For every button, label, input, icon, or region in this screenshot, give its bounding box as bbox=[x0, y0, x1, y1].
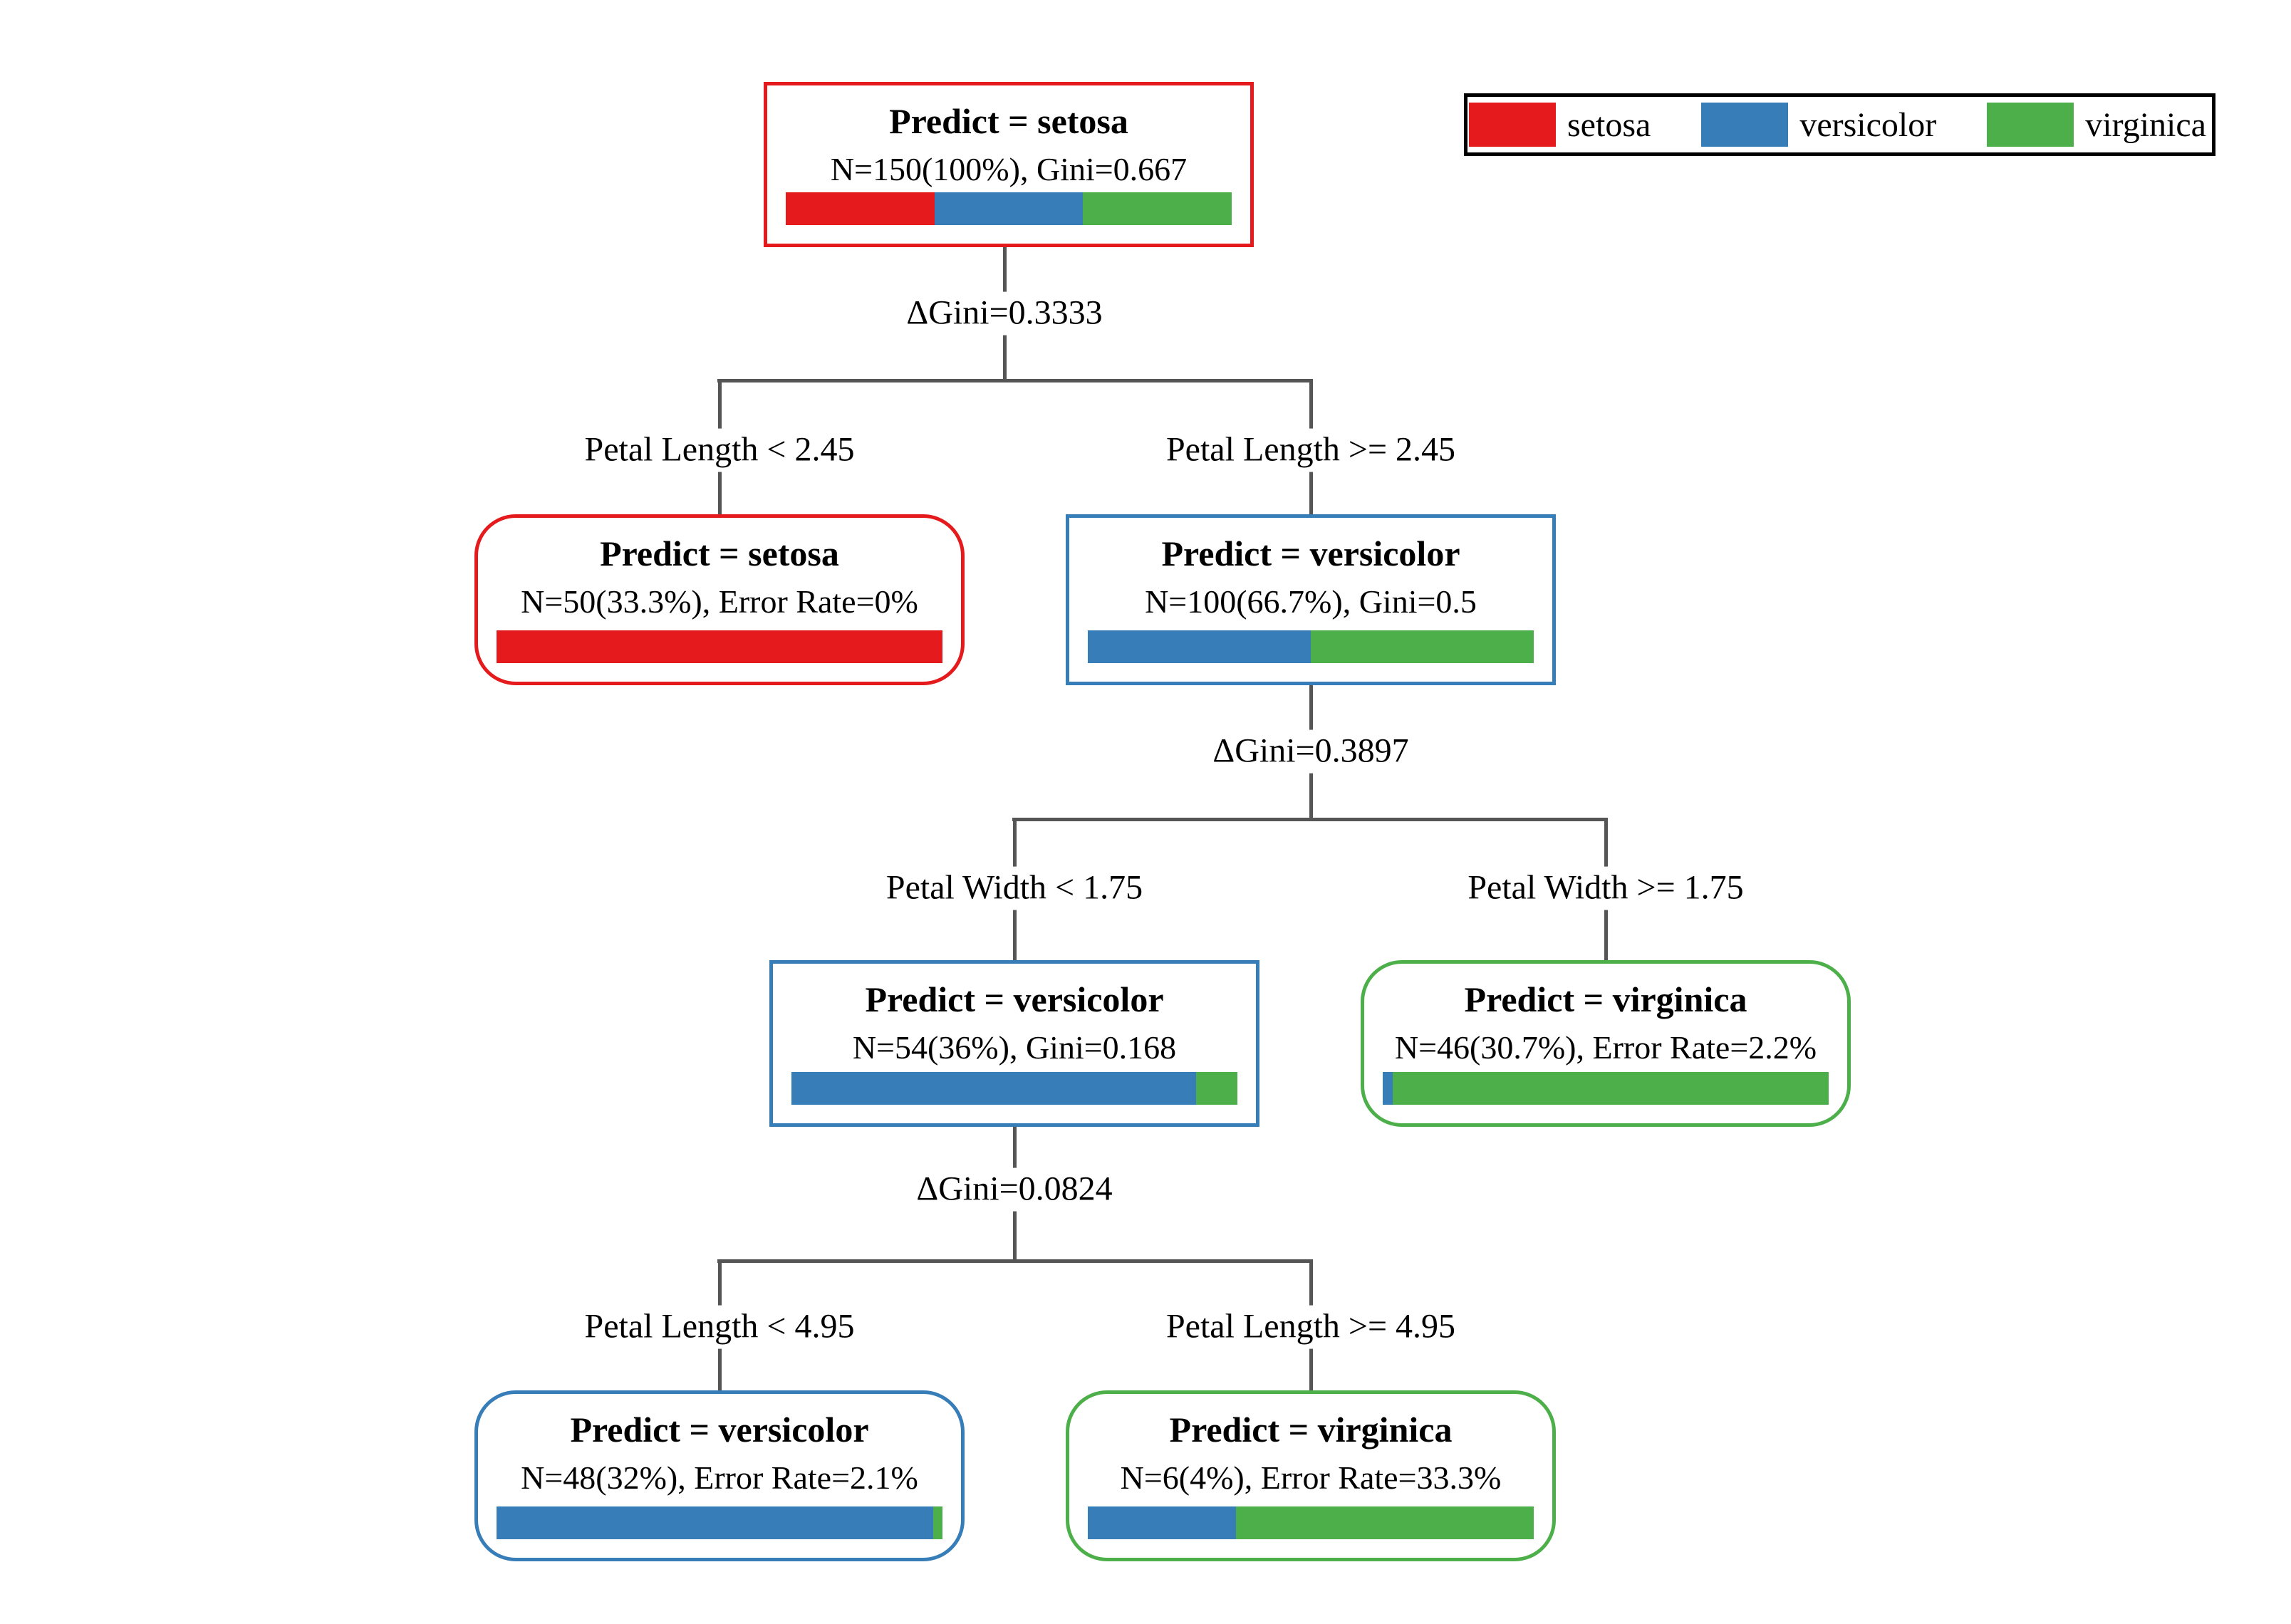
node-prediction-label: Predict = versicolor bbox=[1161, 533, 1460, 573]
tree-node-virginica-leaf: Predict = virginica N=46(30.7%), Error R… bbox=[1361, 960, 1851, 1127]
node-stats-label: N=50(33.3%), Error Rate=0% bbox=[521, 583, 918, 620]
bar-segment-virginica bbox=[1311, 630, 1534, 663]
tree-node-setosa-leaf: Predict = setosa N=50(33.3%), Error Rate… bbox=[474, 514, 965, 685]
tree-node-versicolor-internal-2: Predict = versicolor N=54(36%), Gini=0.1… bbox=[769, 960, 1259, 1127]
split-condition-right: Petal Length >= 4.95 bbox=[1155, 1305, 1466, 1349]
bar-segment-virginica bbox=[1083, 192, 1232, 225]
bar-segment-virginica bbox=[1392, 1072, 1829, 1105]
node-stats-label: N=46(30.7%), Error Rate=2.2% bbox=[1394, 1029, 1817, 1066]
split-condition-right: Petal Width >= 1.75 bbox=[1458, 866, 1754, 910]
legend-label-virginica: virginica bbox=[2085, 105, 2206, 144]
bar-segment-versicolor bbox=[1383, 1072, 1393, 1105]
legend: setosa versicolor virginica bbox=[1464, 93, 2215, 156]
bar-segment-setosa bbox=[497, 630, 942, 663]
split-gini-label: ΔGini=0.3333 bbox=[896, 291, 1113, 335]
split-condition-left: Petal Width < 1.75 bbox=[876, 866, 1153, 910]
split-condition-left: Petal Length < 2.45 bbox=[574, 428, 865, 472]
legend-swatch-setosa bbox=[1469, 103, 1556, 147]
legend-item-virginica: virginica bbox=[1987, 103, 2206, 147]
split-condition-right: Petal Length >= 2.45 bbox=[1155, 428, 1466, 472]
legend-label-setosa: setosa bbox=[1567, 105, 1651, 144]
connector-line bbox=[1012, 818, 1608, 821]
bar-segment-virginica bbox=[1236, 1506, 1534, 1539]
node-stats-label: N=150(100%), Gini=0.667 bbox=[830, 151, 1188, 187]
class-distribution-bar bbox=[1088, 630, 1534, 663]
bar-segment-versicolor bbox=[1088, 1506, 1237, 1539]
bar-segment-virginica bbox=[932, 1506, 942, 1539]
tree-node-root: Predict = setosa N=150(100%), Gini=0.667 bbox=[764, 82, 1254, 247]
legend-item-setosa: setosa bbox=[1469, 103, 1651, 147]
node-prediction-label: Predict = virginica bbox=[1169, 1410, 1453, 1449]
node-prediction-label: Predict = versicolor bbox=[865, 979, 1164, 1019]
bar-segment-versicolor bbox=[934, 192, 1084, 225]
tree-node-versicolor-leaf: Predict = versicolor N=48(32%), Error Ra… bbox=[474, 1390, 965, 1561]
bar-segment-versicolor bbox=[1088, 630, 1311, 663]
node-stats-label: N=6(4%), Error Rate=33.3% bbox=[1120, 1459, 1502, 1496]
class-distribution-bar bbox=[1088, 1506, 1534, 1539]
bar-segment-versicolor bbox=[791, 1072, 1196, 1105]
legend-label-versicolor: versicolor bbox=[1799, 105, 1937, 144]
node-stats-label: N=100(66.7%), Gini=0.5 bbox=[1145, 583, 1477, 620]
node-prediction-label: Predict = versicolor bbox=[570, 1410, 869, 1449]
connector-line bbox=[717, 1259, 1313, 1263]
split-condition-left: Petal Length < 4.95 bbox=[574, 1305, 865, 1349]
node-prediction-label: Predict = setosa bbox=[600, 533, 839, 573]
class-distribution-bar bbox=[1383, 1072, 1829, 1105]
legend-swatch-virginica bbox=[1987, 103, 2074, 147]
class-distribution-bar bbox=[791, 1072, 1237, 1105]
class-distribution-bar bbox=[497, 630, 942, 663]
node-prediction-label: Predict = virginica bbox=[1464, 979, 1747, 1019]
tree-node-versicolor-internal: Predict = versicolor N=100(66.7%), Gini=… bbox=[1066, 514, 1556, 685]
connector-line bbox=[717, 379, 1313, 382]
split-gini-label: ΔGini=0.0824 bbox=[906, 1167, 1123, 1212]
tree-node-virginica-leaf-2: Predict = virginica N=6(4%), Error Rate=… bbox=[1066, 1390, 1556, 1561]
bar-segment-versicolor bbox=[497, 1506, 933, 1539]
node-prediction-label: Predict = setosa bbox=[889, 101, 1128, 141]
bar-segment-setosa bbox=[786, 192, 935, 225]
node-stats-label: N=54(36%), Gini=0.168 bbox=[852, 1029, 1177, 1066]
split-gini-label: ΔGini=0.3897 bbox=[1202, 729, 1419, 774]
legend-swatch-versicolor bbox=[1701, 103, 1789, 147]
node-stats-label: N=48(32%), Error Rate=2.1% bbox=[521, 1459, 918, 1496]
class-distribution-bar bbox=[497, 1506, 942, 1539]
class-distribution-bar bbox=[786, 192, 1232, 225]
bar-segment-virginica bbox=[1195, 1072, 1237, 1105]
legend-item-versicolor: versicolor bbox=[1701, 103, 1936, 147]
